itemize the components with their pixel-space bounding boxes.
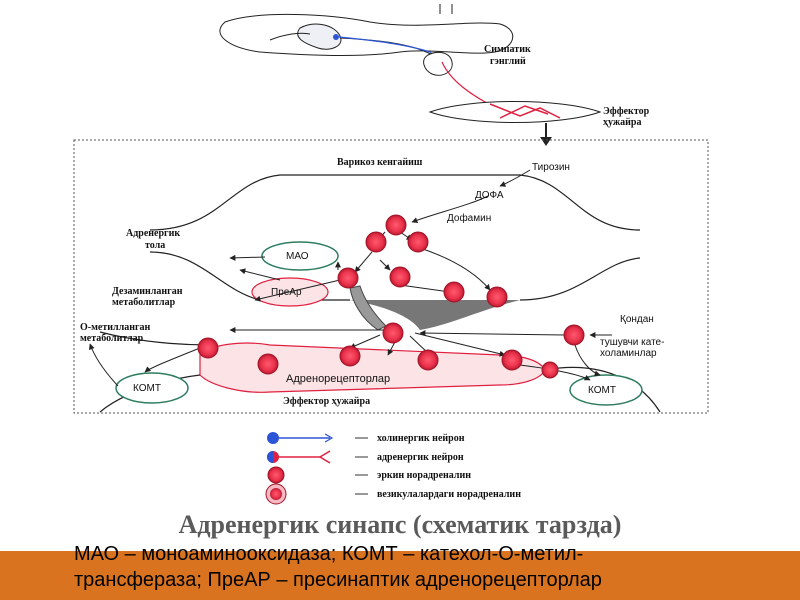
vesicle xyxy=(365,231,387,253)
vesicle xyxy=(339,345,361,367)
slide-title: Адренергик синапс (схематик тарзда) xyxy=(178,510,622,539)
label-komt-left: КОМТ xyxy=(133,383,161,394)
caption: МАО – моноаминооксидаза; КОМТ – катехол-… xyxy=(74,541,714,593)
sympathetic-ganglion xyxy=(423,51,501,111)
label-varicose: Варикоз кенгайиш xyxy=(337,157,423,168)
label-deaminated-1: Дезаминланган xyxy=(112,286,183,297)
vesicle xyxy=(257,353,279,375)
caption-line-1: МАО – моноаминооксидаза; КОМТ – катехол-… xyxy=(74,543,584,565)
vesicle xyxy=(197,337,219,359)
label-incoming-2: холаминлар xyxy=(600,348,657,359)
vesicle xyxy=(563,324,585,346)
legend-label-adrenergic: адренергик нейрон xyxy=(377,452,464,463)
caption-band xyxy=(0,551,800,600)
label-dopa: ДОФА xyxy=(475,190,504,201)
effector-arrow-down xyxy=(540,123,552,146)
legend-symbols xyxy=(265,432,368,505)
legend-free-norepinephrine-symbol xyxy=(267,466,285,484)
label-adrenergic-fiber-1: Адренергик xyxy=(126,228,181,239)
detail-frame xyxy=(73,139,709,414)
label-adrenergic-fiber-2: тола xyxy=(145,240,166,251)
effector-cell-top xyxy=(428,101,602,123)
mao-enzyme xyxy=(261,241,339,271)
label-deaminated-2: метаболитлар xyxy=(112,297,176,308)
vesicle xyxy=(501,349,523,371)
legend-label-vesicle-norepinephrine: везикулалардаги норадреналин xyxy=(377,489,521,500)
label-dopamine: Дофамин xyxy=(447,213,492,224)
komt-right-enzyme xyxy=(569,374,643,406)
postsynaptic-membrane xyxy=(99,331,661,413)
vesicle xyxy=(385,214,407,236)
legend-adrenergic-symbol xyxy=(267,450,331,464)
preganglionic-fiber xyxy=(333,34,441,61)
legend-vesicle-symbol xyxy=(265,483,287,505)
spinal-cord-section xyxy=(219,4,513,61)
vesicle xyxy=(417,349,439,371)
legend-label-cholinergic: холинергик нейрон xyxy=(377,433,465,444)
label-effector-top-1: Эффектор xyxy=(603,106,650,117)
vesicle xyxy=(382,322,404,344)
label-tyrosine: Тирозин xyxy=(532,162,570,173)
vesicle xyxy=(389,266,411,288)
label-from-blood: Қондан xyxy=(620,314,654,325)
label-receptors: Адренорецепторлар xyxy=(286,373,391,385)
label-effector-top-2: ҳужайра xyxy=(603,117,642,128)
pathway-arrows xyxy=(88,169,612,387)
label-sympathetic-ganglion-1: Симпатик xyxy=(484,44,531,55)
vesicle xyxy=(337,267,359,289)
label-komt-right: КОМТ xyxy=(588,385,616,396)
vesicles xyxy=(197,214,585,379)
label-effector-bottom: Эффектор ҳужайра xyxy=(283,396,371,407)
vesicle xyxy=(486,286,508,308)
label-methylated-2: метаболитлар xyxy=(80,333,144,344)
label-incoming-1: тушувчи кате- xyxy=(600,337,665,348)
vesicle xyxy=(443,281,465,303)
vesicle xyxy=(541,361,559,379)
legend-label-free-norepinephrine: эркин норадреналин xyxy=(377,470,472,481)
legend-cholinergic-symbol xyxy=(267,432,334,444)
vesicle xyxy=(407,231,429,253)
label-methylated-1: О-метилланган xyxy=(80,322,151,333)
caption-line-2: трансфераза; ПреАР – пресинаптик адренор… xyxy=(74,569,602,591)
label-mao: МАО xyxy=(286,251,309,262)
label-prear: ПреАр xyxy=(271,287,302,298)
label-sympathetic-ganglion-2: гэнглий xyxy=(490,56,526,67)
komt-left-enzyme xyxy=(115,372,189,404)
